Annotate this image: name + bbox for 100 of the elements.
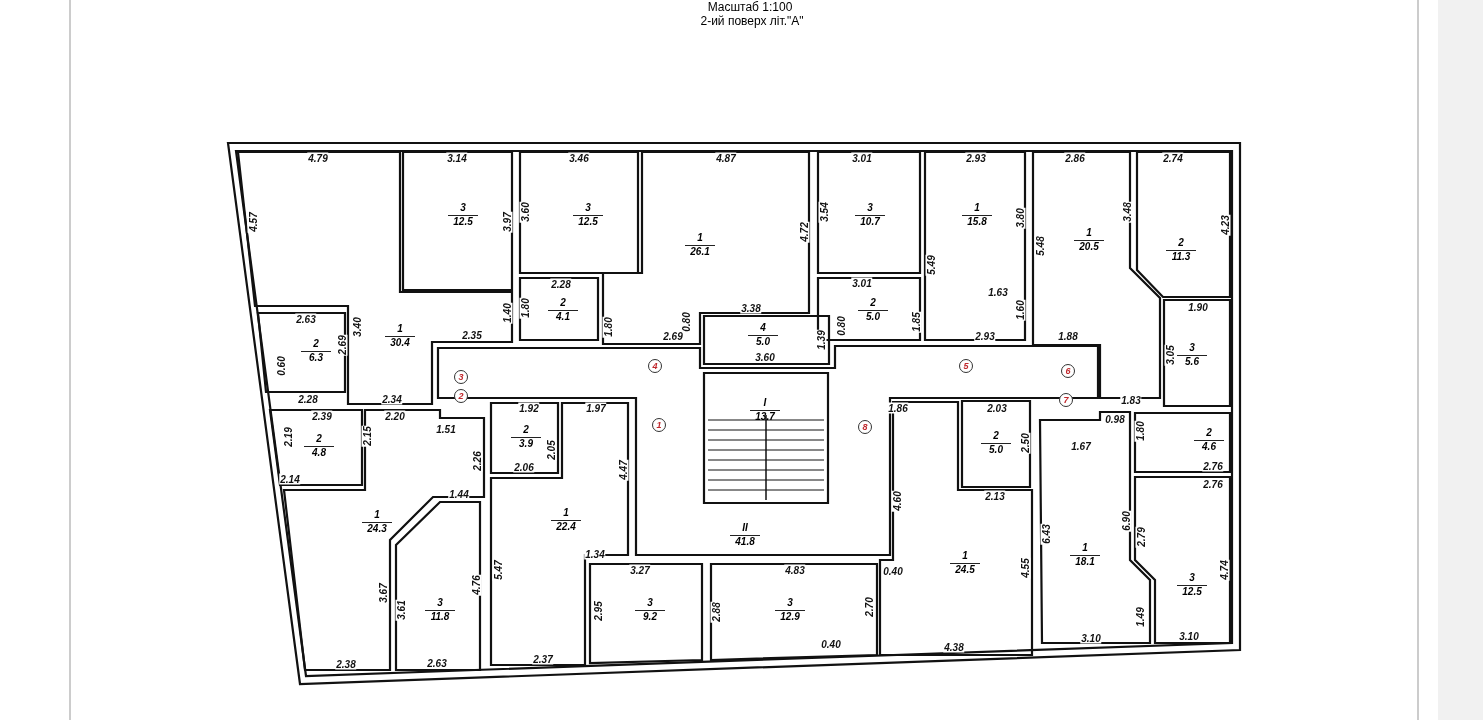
dimension-label: 1.39 <box>815 329 827 351</box>
room-area: 4.6 <box>1202 441 1216 453</box>
dimension-label: 3.05 <box>1164 344 1176 366</box>
dimension-label: 4.55 <box>1019 557 1031 579</box>
dimension-label: 1.44 <box>448 488 470 500</box>
room-area: 10.7 <box>860 216 880 228</box>
dimension-label: 4.38 <box>943 641 965 653</box>
room-area: 12.5 <box>1182 586 1202 598</box>
room-number: 2 <box>560 297 566 309</box>
room-number: 4 <box>760 322 766 334</box>
room-number: 3 <box>787 597 793 609</box>
dimension-label: 2.63 <box>295 313 317 325</box>
dimension-label: 3.80 <box>1014 207 1026 229</box>
dimension-label: 0.60 <box>275 355 287 377</box>
dimension-label: 4.23 <box>1219 214 1231 236</box>
dimension-label: 4.79 <box>307 152 329 164</box>
dimension-label: 1.85 <box>910 311 922 333</box>
title: 2-ий поверх літ."А" <box>700 14 804 28</box>
dimension-label: 4.72 <box>798 221 810 243</box>
dimension-label: 6.43 <box>1040 523 1052 545</box>
dimension-label: 4.83 <box>784 564 806 576</box>
dimension-label: 3.97 <box>501 211 513 233</box>
room-area: 11.8 <box>430 611 450 623</box>
dimension-label: 2.19 <box>282 426 294 448</box>
dimension-label: 5.47 <box>492 559 504 581</box>
dimension-label: 3.14 <box>446 152 468 164</box>
dimension-label: 4.60 <box>891 490 903 512</box>
dimension-label: 5.48 <box>1034 235 1046 257</box>
room-number: 1 <box>563 507 569 519</box>
room-number: 2 <box>870 297 876 309</box>
room-area: 5.0 <box>989 444 1003 456</box>
dimension-label: 0.80 <box>835 315 847 337</box>
room-area: 11.3 <box>1171 251 1191 263</box>
room-area: 4.8 <box>312 447 326 459</box>
dimension-label: 1.67 <box>1070 440 1092 452</box>
dimension-label: 2.35 <box>461 329 483 341</box>
dimension-label: 6.90 <box>1120 510 1132 532</box>
room-area: 5.0 <box>866 311 880 323</box>
dimension-label: 4.76 <box>470 574 482 596</box>
dimension-label: 3.60 <box>519 201 531 223</box>
dimension-label: 3.48 <box>1121 201 1133 223</box>
room-number: 1 <box>1082 542 1088 554</box>
room-area: 18.1 <box>1075 556 1095 568</box>
apartment-marker: 3 <box>454 370 468 384</box>
room-area: 3.9 <box>519 438 533 450</box>
room-area: 5.0 <box>756 336 770 348</box>
dimension-label: 2.70 <box>863 596 875 618</box>
room-area: 12.5 <box>578 216 598 228</box>
dimension-label: 1.49 <box>1134 606 1146 628</box>
dimension-label: 2.28 <box>297 393 319 405</box>
dimension-label: 2.14 <box>279 473 301 485</box>
room-area: 12.5 <box>453 216 473 228</box>
dimension-label: 2.03 <box>986 402 1008 414</box>
apartment-marker: 7 <box>1059 393 1073 407</box>
dimension-label: 3.10 <box>1080 632 1102 644</box>
scale-note: Масштаб 1:100 <box>707 0 793 14</box>
room-number: 2 <box>1178 237 1184 249</box>
dimension-label: 3.67 <box>377 582 389 604</box>
room-number: 1 <box>697 232 703 244</box>
room-number: 1 <box>962 550 968 562</box>
room-area: 9.2 <box>643 611 657 623</box>
dimension-label: 0.80 <box>680 311 692 333</box>
room-number: 3 <box>867 202 873 214</box>
dimension-label: 3.27 <box>629 564 651 576</box>
dimension-label: 2.26 <box>471 450 483 472</box>
apartment-marker: 5 <box>959 359 973 373</box>
dimension-label: 1.92 <box>518 402 540 414</box>
dimension-label: 0.98 <box>1104 413 1126 425</box>
room-number: 2 <box>316 433 322 445</box>
room-number: 2 <box>523 424 529 436</box>
room-number: 3 <box>1189 572 1195 584</box>
room-number: 3 <box>460 202 466 214</box>
room-number: 2 <box>993 430 999 442</box>
dimension-label: 4.47 <box>617 459 629 481</box>
dimension-label: 3.54 <box>818 201 830 223</box>
apartment-marker: 4 <box>648 359 662 373</box>
room-number: 3 <box>1189 342 1195 354</box>
apartment-marker: 8 <box>858 420 872 434</box>
room-number: 1 <box>1086 227 1092 239</box>
dimension-label: 1.80 <box>1134 420 1146 442</box>
room-area: 41.8 <box>735 536 755 548</box>
dimension-label: 2.39 <box>311 410 333 422</box>
dimension-label: 2.76 <box>1202 478 1224 490</box>
room-area: 6.3 <box>309 352 323 364</box>
dimension-label: 2.86 <box>1064 152 1086 164</box>
dimension-label: 2.74 <box>1162 152 1184 164</box>
dimension-label: 1.80 <box>602 316 614 338</box>
room-number: 1 <box>397 323 403 335</box>
room-area: 24.3 <box>367 523 387 535</box>
dimension-label: 1.83 <box>1120 394 1142 406</box>
dimension-label: 1.97 <box>585 402 607 414</box>
room-number: 1 <box>374 509 380 521</box>
room-number: 1 <box>974 202 980 214</box>
dimension-label: 1.51 <box>435 423 457 435</box>
dimension-label: 2.88 <box>710 601 722 623</box>
dimension-label: 5.49 <box>925 254 937 276</box>
apartment-marker: 6 <box>1061 364 1075 378</box>
dimension-label: 4.74 <box>1218 559 1230 581</box>
room-number: 3 <box>585 202 591 214</box>
dimension-label: 2.95 <box>592 600 604 622</box>
